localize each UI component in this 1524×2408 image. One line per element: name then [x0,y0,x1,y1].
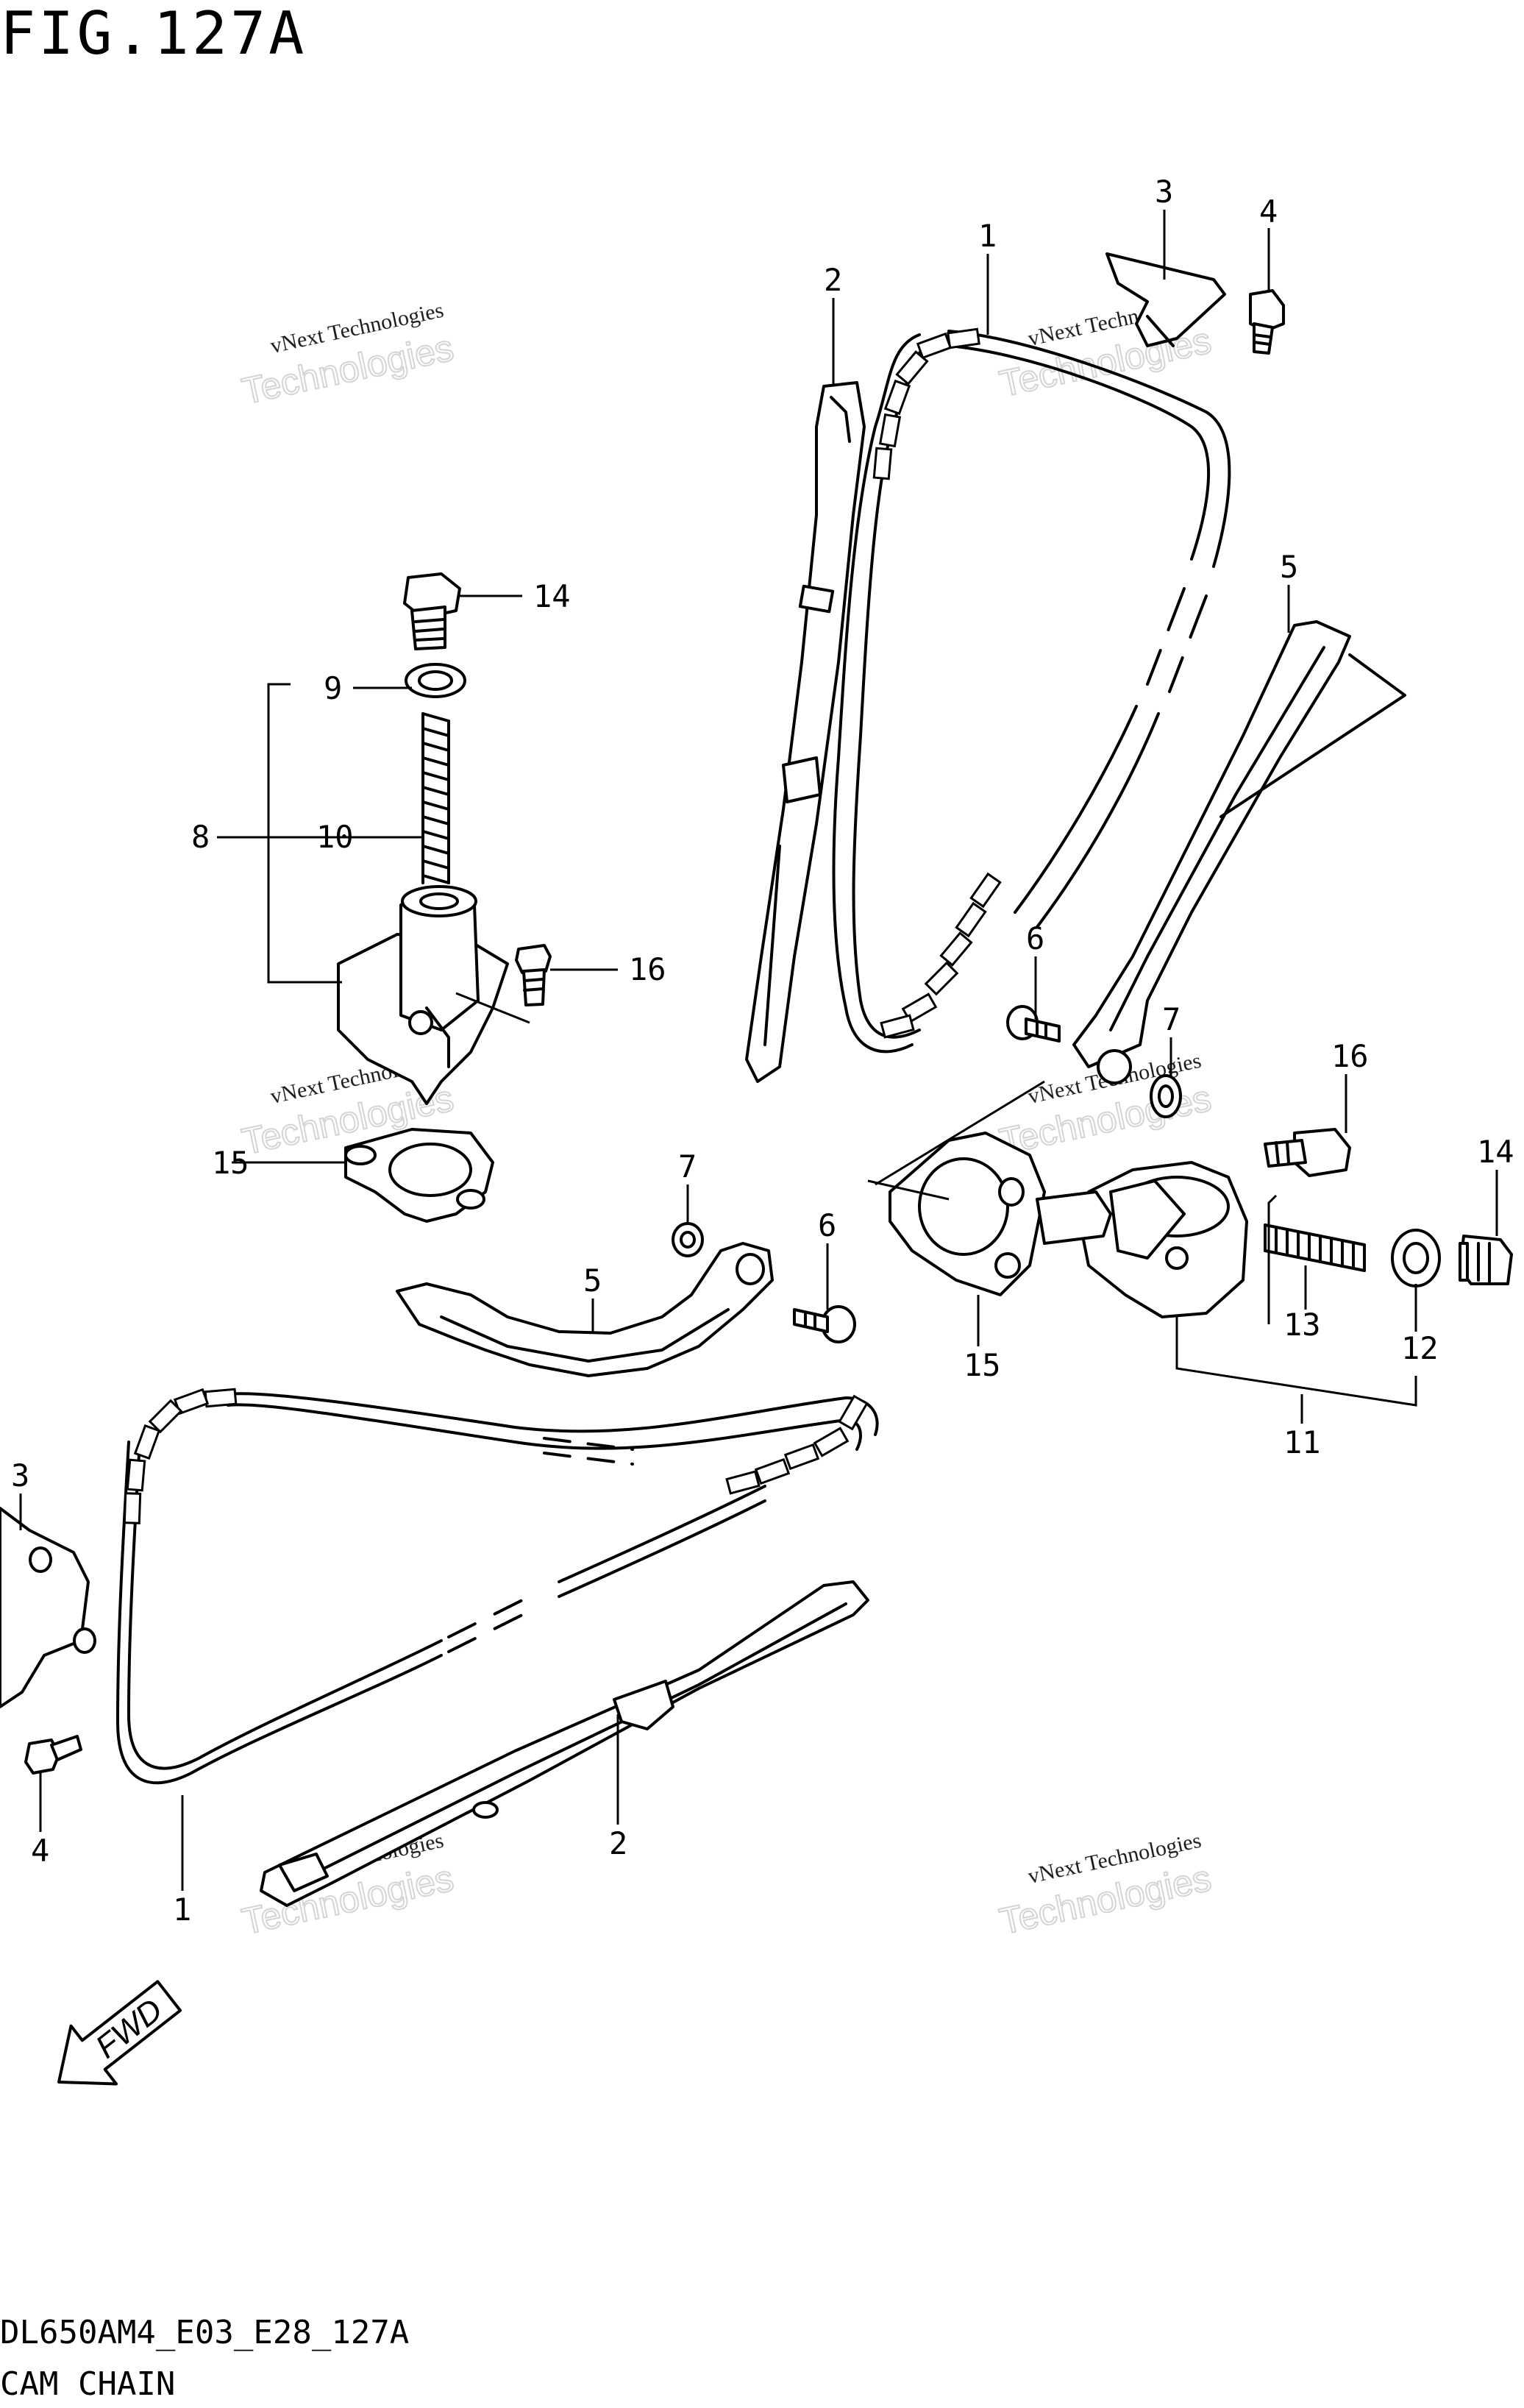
bolt-6-lower [793,1305,856,1343]
tensioner-assembly-left [267,572,552,1223]
callout-1-upper: 1 [978,218,997,254]
bolt-6-upper [1006,1005,1061,1043]
guide-stopper-upper [1105,252,1226,347]
callout-2-upper: 2 [824,262,842,298]
callout-9: 9 [324,670,342,706]
callout-2-lower: 2 [609,1825,627,1861]
callout-6-lower: 6 [818,1207,836,1243]
callout-15-right: 15 [964,1347,1001,1383]
figure-code: DL650AM4_E03_E28_127A [0,2314,410,2351]
callout-13: 13 [1283,1307,1321,1343]
callout-5-lower: 5 [583,1262,602,1299]
callout-7-upper: 7 [1162,1001,1181,1037]
callout-14-left: 14 [533,578,571,614]
cam-chain-lower [116,1388,879,1785]
callout-12: 12 [1401,1330,1439,1366]
tensioner-arm-lower [396,1242,774,1377]
bolt-lower [24,1735,82,1775]
washer-7-lower [672,1222,704,1257]
callout-labels: 1 2 3 4 5 14 9 8 10 16 6 7 15 16 14 13 1… [11,174,1514,1928]
callout-3-lower: 3 [11,1457,29,1494]
callout-5-upper: 5 [1280,549,1298,585]
callout-1-lower: 1 [173,1892,191,1928]
tensioner-arm-upper [1072,620,1406,1084]
tensioner-assembly-right [867,1080,1513,1424]
callout-11: 11 [1283,1424,1321,1460]
figure-name: CAM CHAIN [0,2365,176,2403]
washer-7-upper [1150,1074,1182,1118]
callout-8: 8 [191,819,210,855]
callout-16-right: 16 [1331,1038,1369,1074]
chain-links-bottom [880,872,1002,1039]
chain-links-top [872,327,980,480]
fwd-arrow: FWD [57,1980,182,2086]
cam-chain-guide-upper [745,381,866,1083]
spring-10 [421,712,450,884]
callout-4-lower: 4 [31,1833,49,1869]
callout-14-right: 14 [1477,1134,1514,1170]
spring-13 [1264,1223,1366,1272]
chain-links-right [725,1394,869,1495]
bolt-upper [1249,289,1285,355]
leader-lines [19,210,1498,1891]
figure-title: FIG.127A [0,0,307,68]
callout-4-upper: 4 [1259,193,1278,230]
callout-3-upper: 3 [1155,174,1173,210]
callout-10: 10 [316,819,354,855]
cam-chain-upper [832,327,1231,1054]
watermark-group: Technologies vNext Technologies Technolo… [238,291,1215,1943]
cam-chain-guide-lower [260,1580,869,1907]
callout-15-left: 15 [212,1145,249,1181]
callout-16-left: 16 [629,951,666,987]
callout-7-lower: 7 [678,1148,697,1185]
chain-links-left [123,1388,238,1524]
callout-6-upper: 6 [1026,920,1044,956]
guide-stopper-lower [0,1507,96,1708]
